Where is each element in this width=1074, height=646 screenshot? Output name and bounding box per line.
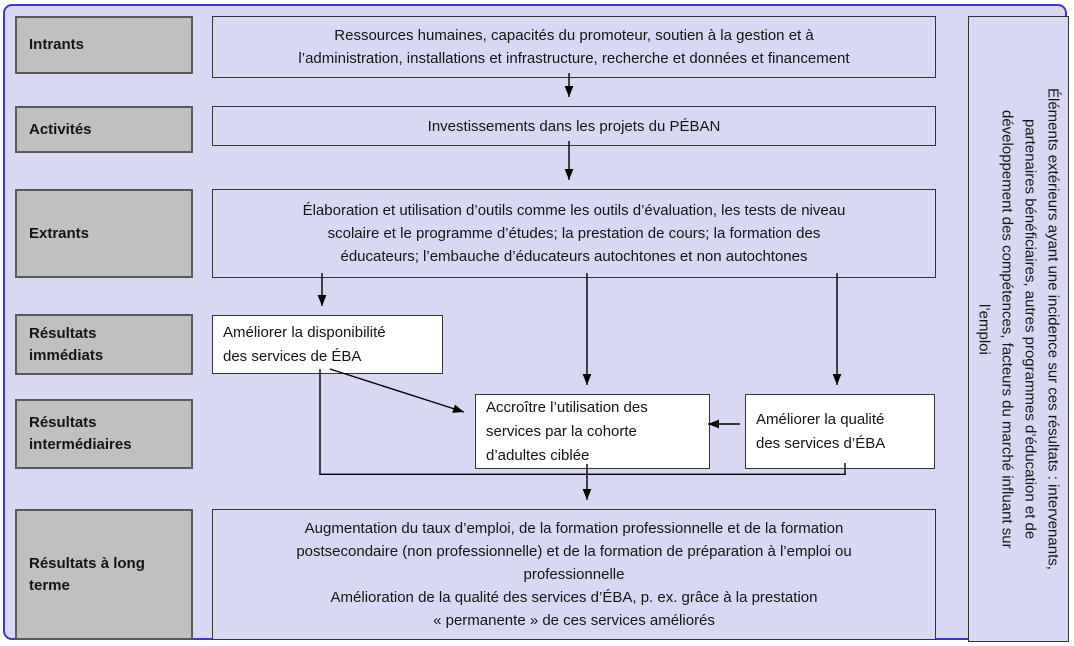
stage-label-resultats-immediats: Résultats immédiats [15,314,193,375]
box-extrants-content: Élaboration et utilisation d’outils comm… [212,189,936,278]
long-term-paragraph-1: Augmentation du taux d’emploi, de la for… [296,520,852,583]
stage-label-resultats-intermediaires: Résultats intermédiaires [15,399,193,469]
box-ameliorer-disponibilite: Améliorer la disponibilité des services … [212,315,443,374]
box-ameliorer-qualite: Améliorer la qualité des services d’ÉBA [745,394,935,469]
box-activites-content: Investissements dans les projets du PÉBA… [212,106,936,146]
stage-label-extrants: Extrants [15,189,193,278]
stage-label-intrants: Intrants [15,16,193,74]
stage-label-activites: Activités [15,106,193,153]
box-intrants-content: Ressources humaines, capacités du promot… [212,16,936,78]
external-factors-text: Éléments extérieurs ayant une incidence … [975,88,1062,570]
long-term-paragraph-2: Amélioration de la qualité des services … [330,589,818,629]
box-accroitre-utilisation: Accroître l’utilisation des services par… [475,394,710,469]
stage-label-resultats-long-terme: Résultats à long terme [15,509,193,640]
box-resultats-long-terme-content: Augmentation du taux d’emploi, de la for… [212,509,936,640]
diagram-frame: Intrants Activités Extrants Résultats im… [3,4,1069,642]
external-factors-panel: Éléments extérieurs ayant une incidence … [968,16,1069,642]
